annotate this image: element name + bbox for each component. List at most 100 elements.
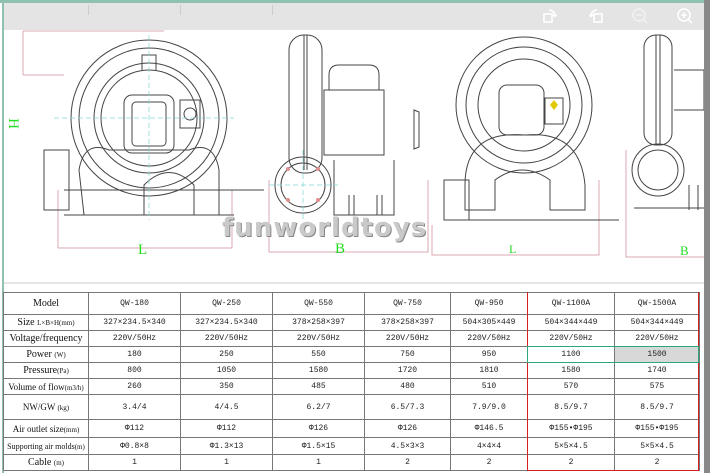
cell: Φ146.5 — [450, 419, 528, 438]
cell: 1720 — [364, 362, 451, 379]
cell: 2 — [527, 454, 615, 471]
dimension-label-b: B — [335, 241, 346, 257]
cell: 485 — [272, 378, 365, 395]
cell: Φ155•Φ195 — [614, 419, 700, 438]
row-label: Supporting air molds(m) — [3, 437, 89, 455]
top-border — [0, 0, 710, 3]
cell: 4/4.5 — [180, 394, 273, 420]
table-row-power: Power (W) 180 250 550 750 950 1100 1500 — [3, 346, 700, 363]
table-row-air-molds: Supporting air molds(m) Φ0.8×8 Φ1.3×13 Φ… — [3, 437, 700, 455]
cell: QW-180 — [88, 292, 181, 315]
cell: 6.2/7 — [272, 394, 365, 420]
cell: 2 — [450, 454, 528, 471]
dimension-label-h: H — [4, 118, 21, 129]
rotate-left-icon[interactable] — [587, 7, 605, 25]
cell: QW-250 — [180, 292, 273, 315]
cell: 1740 — [614, 362, 700, 379]
cell: 480 — [364, 378, 451, 395]
rotate-right-icon[interactable] — [541, 7, 559, 25]
dimension-label-l: L — [138, 242, 148, 258]
cell: 1 — [180, 454, 273, 471]
cell: 180 — [88, 346, 181, 363]
cell: 1 — [272, 454, 365, 471]
cell: 327×234.5×340 — [88, 314, 181, 331]
separator — [4, 282, 704, 284]
cell: Φ1.3×13 — [180, 437, 273, 455]
cell: 504×305×449 — [450, 314, 528, 331]
cell: 504×344×449 — [527, 314, 615, 331]
left-border — [2, 0, 4, 473]
scrollbar[interactable] — [704, 0, 710, 473]
cell: 260 — [88, 378, 181, 395]
cell: 378×258×397 — [364, 314, 451, 331]
cell: 550 — [272, 346, 365, 363]
cell: 750 — [364, 346, 451, 363]
cell: 3.4/4 — [88, 394, 181, 420]
cell: 220V/50Hz — [364, 330, 451, 347]
cell: 510 — [450, 378, 528, 395]
row-label: Cable (m) — [3, 454, 89, 471]
table-row-voltage: Voltage/frequency 220V/50Hz 220V/50Hz 22… — [3, 330, 700, 347]
cell: 1 — [88, 454, 181, 471]
cell-selected[interactable]: 1100 — [527, 346, 615, 363]
cell: 220V/50Hz — [527, 330, 615, 347]
table-row-size: Size L×B×H(mm) 327×234.5×340 327×234.5×3… — [3, 314, 700, 331]
cell: 5×5×4.5 — [527, 437, 615, 455]
cell: 327×234.5×340 — [180, 314, 273, 331]
cell: Φ112 — [180, 419, 273, 438]
cell: 8.5/9.7 — [614, 394, 700, 420]
cell: QW-1100A — [527, 292, 615, 315]
table-row-weight: NW/GW (kg) 3.4/4 4/4.5 6.2/7 6.5/7.3 7.9… — [3, 394, 700, 420]
table-row-cable: Cable (m) 1 1 1 2 2 2 2 — [3, 454, 700, 471]
cell: 800 — [88, 362, 181, 379]
cell: 1580 — [527, 362, 615, 379]
ruler-tick — [88, 5, 89, 15]
cell: 1050 — [180, 362, 273, 379]
cell: Φ126 — [364, 419, 451, 438]
cell: Φ126 — [272, 419, 365, 438]
zoom-out-icon[interactable] — [631, 7, 649, 25]
cell: 220V/50Hz — [180, 330, 273, 347]
cell: 7.9/9.0 — [450, 394, 528, 420]
cell: 350 — [180, 378, 273, 395]
cell: Φ1.5×15 — [272, 437, 365, 455]
table-row-model: Model QW-180 QW-250 QW-550 QW-750 QW-950… — [3, 292, 700, 315]
cell: 220V/50Hz — [272, 330, 365, 347]
table-row-flow: Volume of flow(m3/h) 260 350 485 480 510… — [3, 378, 700, 395]
cell: Φ112 — [88, 419, 181, 438]
watermark: funworldtoys — [222, 213, 428, 243]
cell: 8.5/9.7 — [527, 394, 615, 420]
cell: 575 — [614, 378, 700, 395]
image-viewer-toolbar — [4, 3, 704, 30]
cell: 220V/50Hz — [450, 330, 528, 347]
row-label: Model — [3, 292, 89, 315]
row-label: Power (W) — [3, 346, 89, 363]
cell: 250 — [180, 346, 273, 363]
row-label: Air outlet size(mm) — [3, 419, 89, 438]
cell: 6.5/7.3 — [364, 394, 451, 420]
cell: QW-1500A — [614, 292, 700, 315]
cell: 1810 — [450, 362, 528, 379]
cell: 1580 — [272, 362, 365, 379]
ruler-tick — [272, 5, 273, 15]
table-row-pressure: Pressure(Pa) 800 1050 1580 1720 1810 158… — [3, 362, 700, 379]
row-label: Pressure(Pa) — [3, 362, 89, 379]
dimension-label-b-2: B — [680, 243, 689, 258]
cell: 378×258×397 — [272, 314, 365, 331]
cell: 570 — [527, 378, 615, 395]
blower-drawings-svg — [22, 30, 705, 258]
cell: Φ0.8×8 — [88, 437, 181, 455]
row-label: Volume of flow(m3/h) — [3, 378, 89, 395]
row-label: NW/GW (kg) — [3, 394, 89, 420]
cell: 220V/50Hz — [614, 330, 700, 347]
cell: 4.5×3×3 — [364, 437, 451, 455]
cell: QW-950 — [450, 292, 528, 315]
dimension-label-l-2: L — [509, 242, 517, 256]
spec-table: Model QW-180 QW-250 QW-550 QW-750 QW-950… — [3, 292, 700, 471]
cell: 2 — [614, 454, 700, 471]
cell-highlighted[interactable]: 1500 — [614, 346, 700, 363]
zoom-in-icon[interactable] — [676, 7, 694, 25]
cell: 504×344×449 — [614, 314, 700, 331]
cell: 4×4×4 — [450, 437, 528, 455]
cell: 950 — [450, 346, 528, 363]
